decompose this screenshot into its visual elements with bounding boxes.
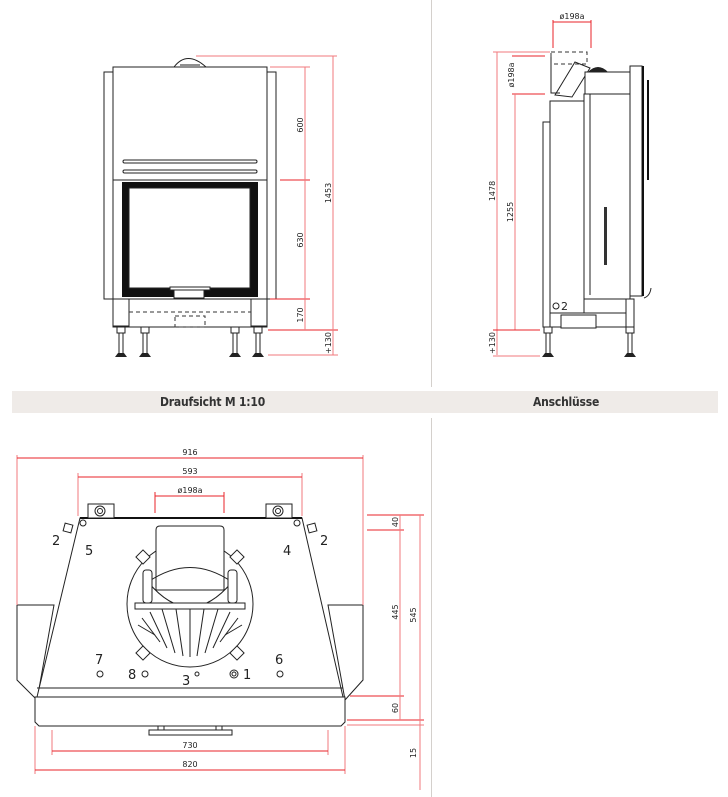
front-view-drawing: 600 630 170 1453 +130 bbox=[103, 55, 338, 357]
front-dimensions: 600 630 170 1453 +130 bbox=[196, 55, 338, 356]
dim-593: 593 bbox=[182, 467, 197, 476]
dim-1255: 1255 bbox=[506, 202, 515, 222]
column-divider-top bbox=[431, 0, 432, 387]
flue-dome bbox=[173, 58, 207, 68]
top-dimensions: 916 593 ø198a 40 445 545 60 15 730 820 bbox=[16, 448, 424, 790]
bracket-left bbox=[87, 503, 115, 519]
dim-1453: 1453 bbox=[324, 183, 333, 203]
dim-820: 820 bbox=[182, 760, 197, 769]
connection-2-side bbox=[552, 302, 560, 310]
door-glass bbox=[128, 187, 251, 289]
label-6: 6 bbox=[275, 653, 283, 668]
dim-445: 445 bbox=[391, 604, 400, 619]
bracket-right bbox=[265, 503, 293, 519]
dim-1478: 1478 bbox=[488, 181, 497, 201]
side-view-drawing: 2 ø198a ø198a 1478 1255 +130 bbox=[488, 12, 652, 357]
right-side-panel bbox=[266, 71, 277, 300]
side-handle bbox=[604, 207, 607, 265]
top-view-title: Draufsicht M 1:10 bbox=[160, 395, 266, 409]
side-body-front bbox=[583, 93, 631, 300]
dim-170: 170 bbox=[296, 307, 305, 322]
side-foot-rear bbox=[542, 326, 554, 357]
base-unit bbox=[112, 298, 268, 328]
top-view-drawing: 2 5 4 2 7 8 3 1 6 916 593 ø198a 40 445 5… bbox=[16, 448, 424, 790]
dim-flue-side: ø198a bbox=[507, 62, 516, 87]
dim-feet-130: +130 bbox=[324, 332, 333, 354]
dim-flue-top-view: ø198a bbox=[177, 486, 202, 495]
flue-elbow bbox=[554, 61, 591, 98]
connections-title: Anschlüsse bbox=[533, 395, 600, 409]
dim-flue-top: ø198a bbox=[559, 12, 584, 21]
side-dimensions: ø198a ø198a 1478 1255 +130 bbox=[488, 12, 592, 357]
connection-labels: 2 5 4 2 7 8 3 1 6 bbox=[52, 534, 328, 689]
label-2-right: 2 bbox=[320, 534, 328, 549]
dim-side-feet-130: +130 bbox=[488, 332, 497, 354]
side-body-rear bbox=[549, 100, 585, 328]
label-8: 8 bbox=[128, 668, 136, 683]
dim-730: 730 bbox=[182, 741, 197, 750]
label-3: 3 bbox=[182, 674, 190, 689]
side-connection-label: 2 bbox=[561, 300, 568, 313]
dim-630: 630 bbox=[296, 232, 305, 247]
side-foot-front bbox=[624, 326, 636, 357]
dim-60: 60 bbox=[391, 703, 400, 713]
vent-slot-1 bbox=[122, 159, 258, 164]
column-divider-bottom bbox=[431, 418, 432, 797]
left-side-panel bbox=[103, 71, 114, 300]
front-handle bbox=[148, 729, 233, 736]
section-header-band: Draufsicht M 1:10 Anschlüsse bbox=[12, 391, 718, 413]
label-2-left: 2 bbox=[52, 534, 60, 549]
dim-600: 600 bbox=[296, 117, 305, 132]
label-5: 5 bbox=[85, 544, 93, 559]
dim-40: 40 bbox=[391, 517, 400, 527]
label-4: 4 bbox=[283, 544, 291, 559]
label-7: 7 bbox=[95, 653, 103, 668]
dim-916: 916 bbox=[182, 448, 197, 457]
dim-15: 15 bbox=[409, 748, 418, 758]
vent-slot-2 bbox=[122, 169, 258, 174]
burner-assembly bbox=[126, 525, 254, 668]
label-1: 1 bbox=[243, 668, 251, 683]
adjustable-feet bbox=[115, 326, 264, 357]
front-band bbox=[34, 696, 346, 727]
dim-545: 545 bbox=[409, 607, 418, 622]
